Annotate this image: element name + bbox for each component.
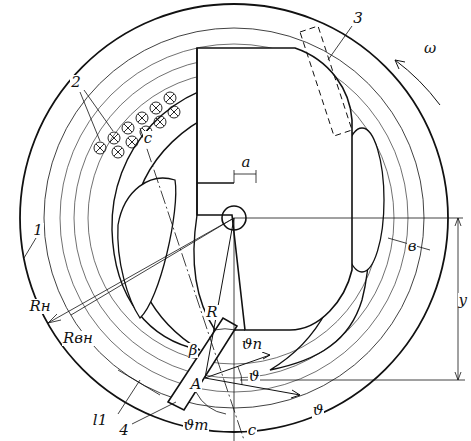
arrow-head	[395, 60, 405, 69]
leader-line	[328, 26, 352, 60]
callout-label: ω	[423, 41, 437, 56]
radius-outer	[48, 218, 234, 323]
angle-arc	[196, 392, 226, 414]
arrow-head	[48, 314, 61, 323]
rotation-arrow	[395, 60, 440, 105]
rotor-body	[197, 48, 352, 330]
radius-line	[205, 218, 234, 378]
callout-label: ϑп	[241, 337, 263, 352]
dim-a-ext	[256, 170, 257, 183]
callout-label: R	[205, 305, 218, 320]
arrow-head	[262, 352, 270, 359]
rotor-step	[197, 182, 234, 183]
lobe-left	[118, 178, 176, 318]
callout-label: Rн	[28, 299, 51, 314]
callout-label: 2	[70, 75, 82, 90]
callout-label: ϑт	[183, 418, 210, 433]
callout-label: ϑ	[248, 369, 261, 384]
leader-line	[84, 90, 113, 131]
callout-label: y	[458, 293, 468, 308]
callout-label: a	[241, 155, 252, 170]
callout-label: в	[407, 239, 418, 254]
angle-arc	[238, 367, 242, 385]
radius-inner	[71, 218, 234, 315]
dim-a	[234, 174, 256, 175]
arrow-head	[291, 390, 300, 398]
leader-line	[132, 402, 176, 424]
dim-a-ext	[234, 170, 235, 183]
axis-horizontal	[234, 218, 463, 219]
callout-label: 1	[32, 223, 44, 238]
holes	[94, 92, 180, 158]
dim-l1	[118, 380, 140, 414]
blade	[168, 318, 237, 410]
insert-dashed	[300, 26, 352, 136]
dim-ext	[240, 380, 465, 381]
callout-label: A	[190, 377, 203, 392]
dim-ext	[118, 370, 160, 395]
callout-label: 4	[118, 423, 130, 438]
callout-label: Rвн	[62, 331, 94, 346]
axis-line	[140, 128, 244, 440]
rotor-edge	[196, 48, 197, 215]
callout-label: β	[188, 343, 199, 358]
callout-label: c	[247, 423, 257, 438]
callout-label: 3	[352, 11, 364, 26]
leader-line	[24, 238, 36, 258]
callout-label: ϑ	[312, 403, 325, 418]
angle-arc	[214, 329, 236, 330]
callout-label: c	[143, 131, 153, 146]
leader-line	[80, 92, 100, 141]
callout-label: l1	[92, 413, 108, 428]
